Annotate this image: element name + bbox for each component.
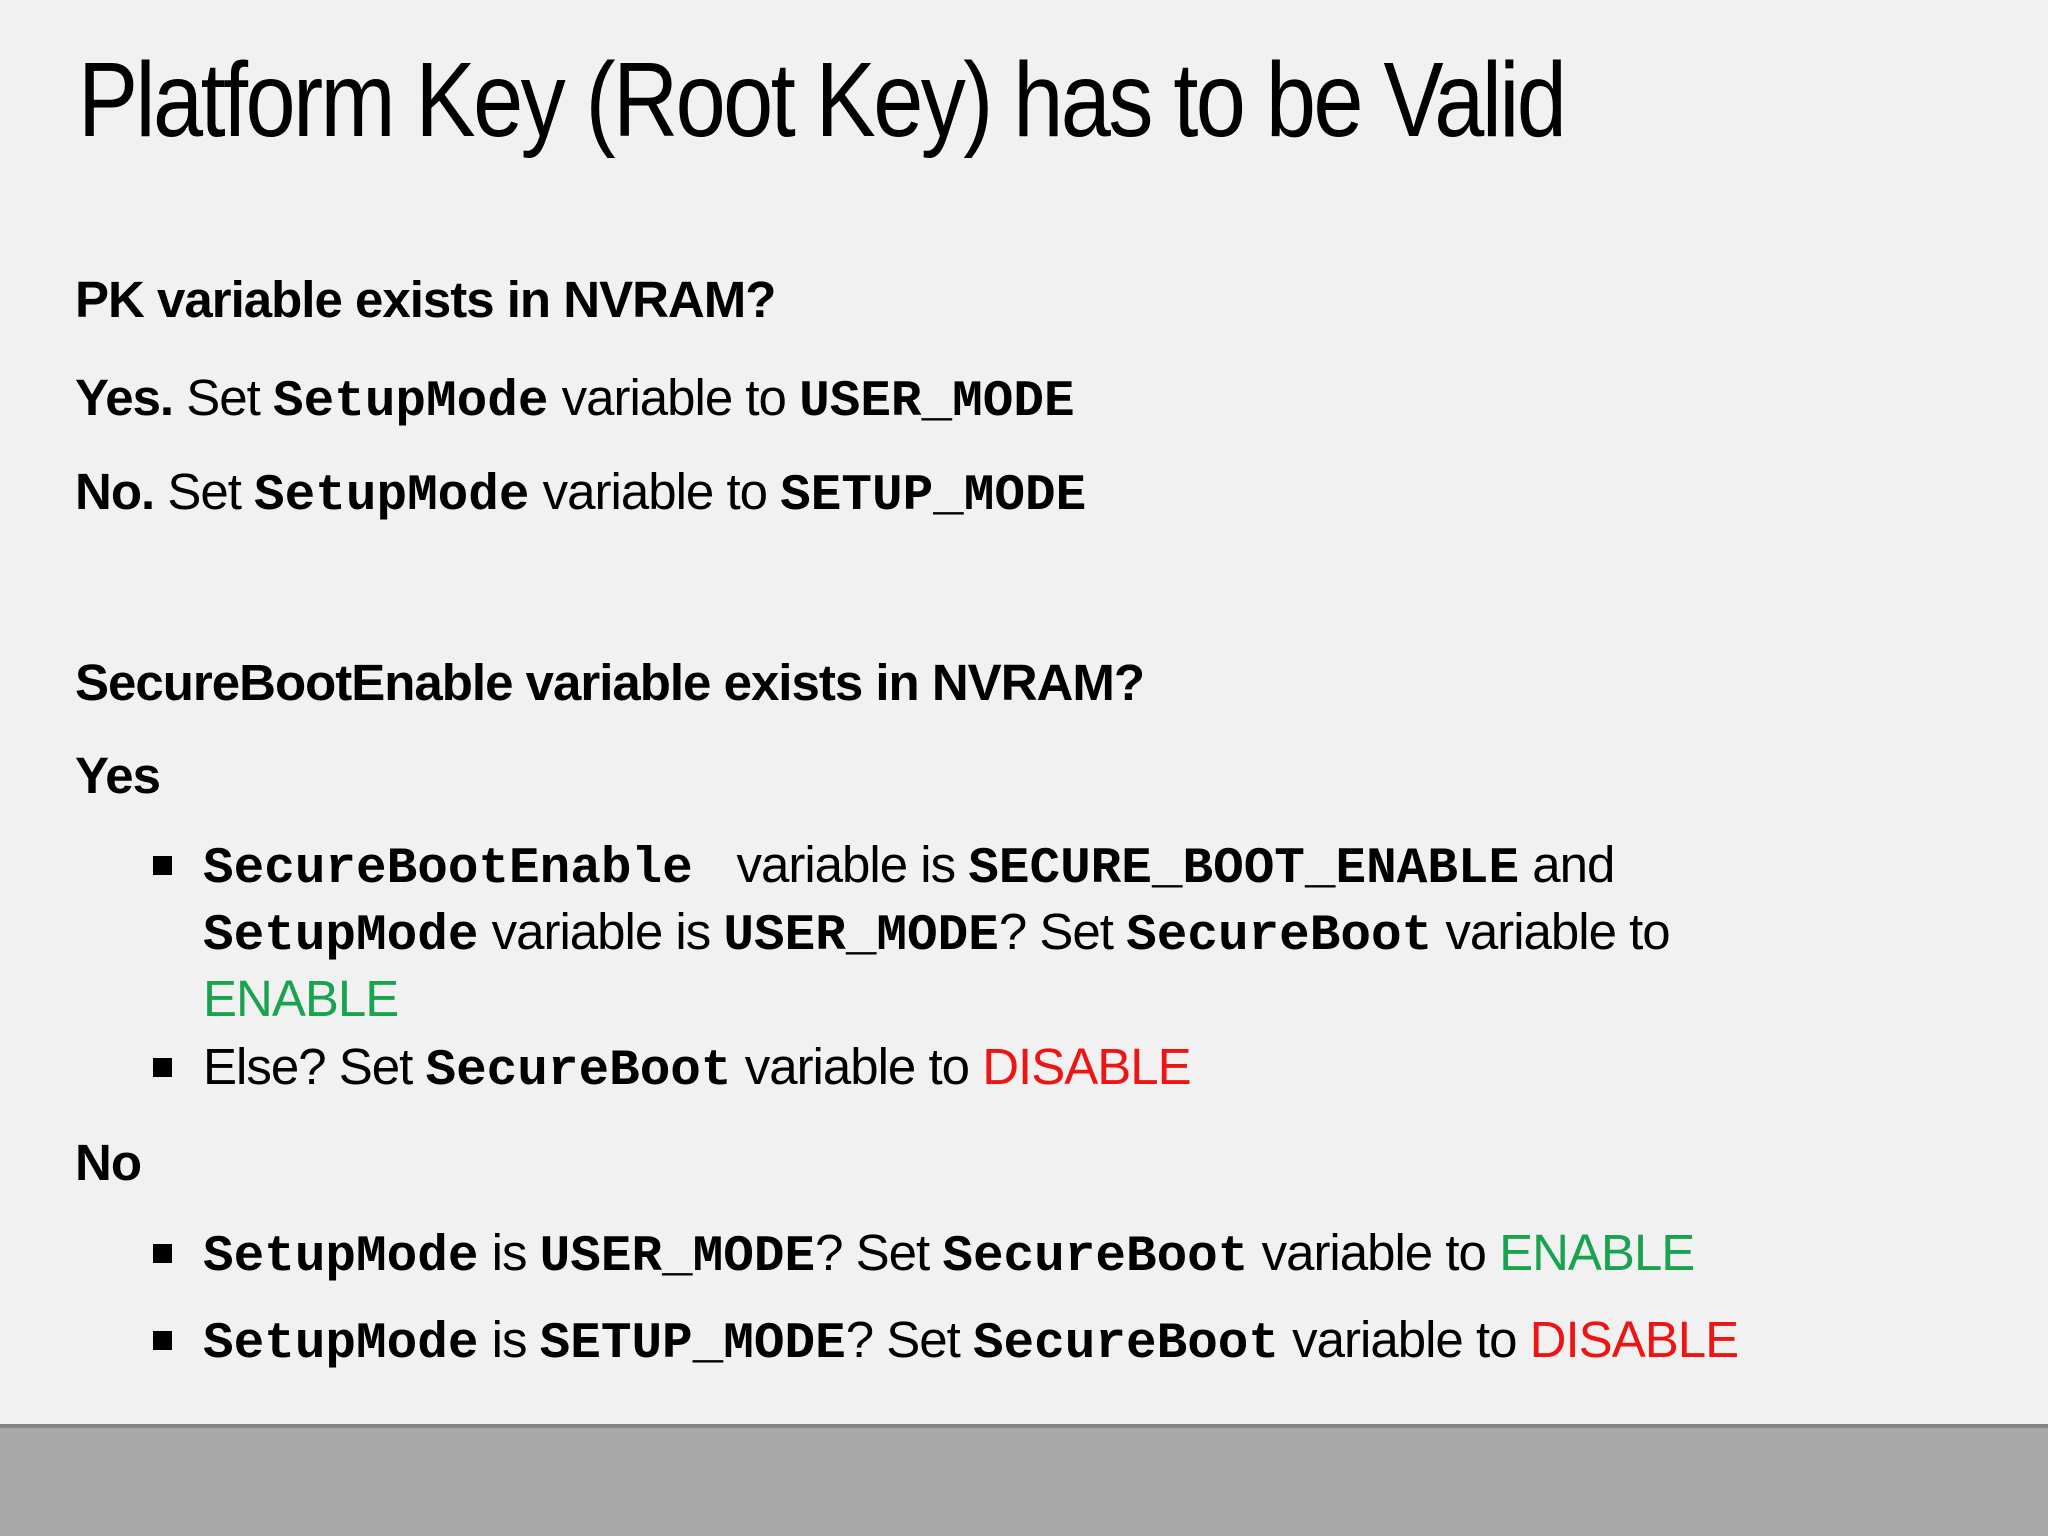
yes-bullet-1-text: SecureBootEnable variable is SECURE_BOOT… bbox=[203, 834, 1671, 1030]
text-segment: variable to bbox=[529, 463, 781, 520]
user-mode-value: USER_MODE bbox=[539, 1229, 816, 1286]
no-bullet-2: SetupMode is SETUP_MODE? Set SecureBoot … bbox=[153, 1309, 1739, 1376]
setupmode-variable: SetupMode bbox=[254, 468, 530, 525]
text-segment: variable is bbox=[723, 836, 969, 893]
disable-value: DISABLE bbox=[1529, 1311, 1739, 1368]
yes-prefix: Yes. bbox=[75, 369, 174, 426]
bullet-square-icon bbox=[153, 1331, 172, 1350]
securebootenable-variable: SecureBootEnable bbox=[203, 841, 724, 898]
bullet-square-icon bbox=[153, 1058, 172, 1077]
no-bullet-2-text: SetupMode is SETUP_MODE? Set SecureBoot … bbox=[203, 1309, 1739, 1376]
yes-bullet-1: SecureBootEnable variable is SECURE_BOOT… bbox=[153, 834, 1671, 1030]
user-mode-value: USER_MODE bbox=[799, 374, 1075, 431]
no-heading: No bbox=[75, 1134, 142, 1191]
text-segment: variable to bbox=[548, 369, 800, 426]
text-segment: ? Set bbox=[845, 1311, 973, 1368]
pk-no-line: No. Set SetupMode variable to SETUP_MODE bbox=[75, 461, 1086, 528]
yes-heading: Yes bbox=[75, 747, 161, 804]
text-segment: variable to bbox=[1279, 1311, 1530, 1368]
footer-bar bbox=[0, 1424, 2048, 1536]
yes-bullet-2: Else? Set SecureBoot variable to DISABLE bbox=[153, 1036, 1192, 1103]
text-segment: variable is bbox=[478, 903, 724, 960]
setup-mode-value: SETUP_MODE bbox=[780, 468, 1087, 525]
text-segment: variable to bbox=[1248, 1224, 1500, 1281]
no-bullet-1: SetupMode is USER_MODE? Set SecureBoot v… bbox=[153, 1222, 1695, 1289]
text-segment: Set bbox=[154, 463, 255, 520]
pk-yes-line: Yes. Set SetupMode variable to USER_MODE bbox=[75, 367, 1075, 434]
setupmode-variable: SetupMode bbox=[203, 1229, 479, 1286]
secure-boot-enable-value: SECURE_BOOT_ENABLE bbox=[968, 841, 1520, 898]
sbe-question: SecureBootEnable variable exists in NVRA… bbox=[75, 654, 1145, 711]
user-mode-value: USER_MODE bbox=[723, 908, 999, 965]
text-segment: ? Set bbox=[998, 903, 1127, 960]
secureboot-variable: SecureBoot bbox=[942, 1229, 1249, 1286]
enable-value: ENABLE bbox=[1499, 1224, 1695, 1281]
secureboot-variable: SecureBoot bbox=[425, 1043, 732, 1100]
text-segment: Set bbox=[173, 369, 273, 426]
setupmode-variable: SetupMode bbox=[203, 908, 479, 965]
disable-value: DISABLE bbox=[982, 1038, 1191, 1095]
text-segment: variable to bbox=[731, 1038, 983, 1095]
no-bullet-1-text: SetupMode is USER_MODE? Set SecureBoot v… bbox=[203, 1222, 1695, 1289]
setupmode-variable: SetupMode bbox=[203, 1316, 479, 1373]
bullet-square-icon bbox=[153, 856, 172, 875]
text-segment: ? Set bbox=[815, 1224, 943, 1281]
text-segment: is bbox=[478, 1224, 540, 1281]
setupmode-variable: SetupMode bbox=[273, 374, 549, 431]
bullet-square-icon bbox=[153, 1244, 172, 1263]
text-segment: variable to bbox=[1432, 903, 1670, 960]
slide-title: Platform Key (Root Key) has to be Valid bbox=[78, 41, 1567, 159]
yes-bullet-2-text: Else? Set SecureBoot variable to DISABLE bbox=[203, 1036, 1192, 1103]
enable-value: ENABLE bbox=[203, 970, 399, 1027]
secureboot-variable: SecureBoot bbox=[1126, 908, 1433, 965]
text-segment: and bbox=[1519, 836, 1615, 893]
no-prefix: No. bbox=[75, 463, 155, 520]
secureboot-variable: SecureBoot bbox=[972, 1316, 1280, 1373]
text-segment: Else? Set bbox=[203, 1038, 426, 1095]
text-segment: is bbox=[478, 1311, 540, 1368]
setup-mode-value: SETUP_MODE bbox=[539, 1316, 846, 1373]
pk-question: PK variable exists in NVRAM? bbox=[75, 271, 776, 328]
